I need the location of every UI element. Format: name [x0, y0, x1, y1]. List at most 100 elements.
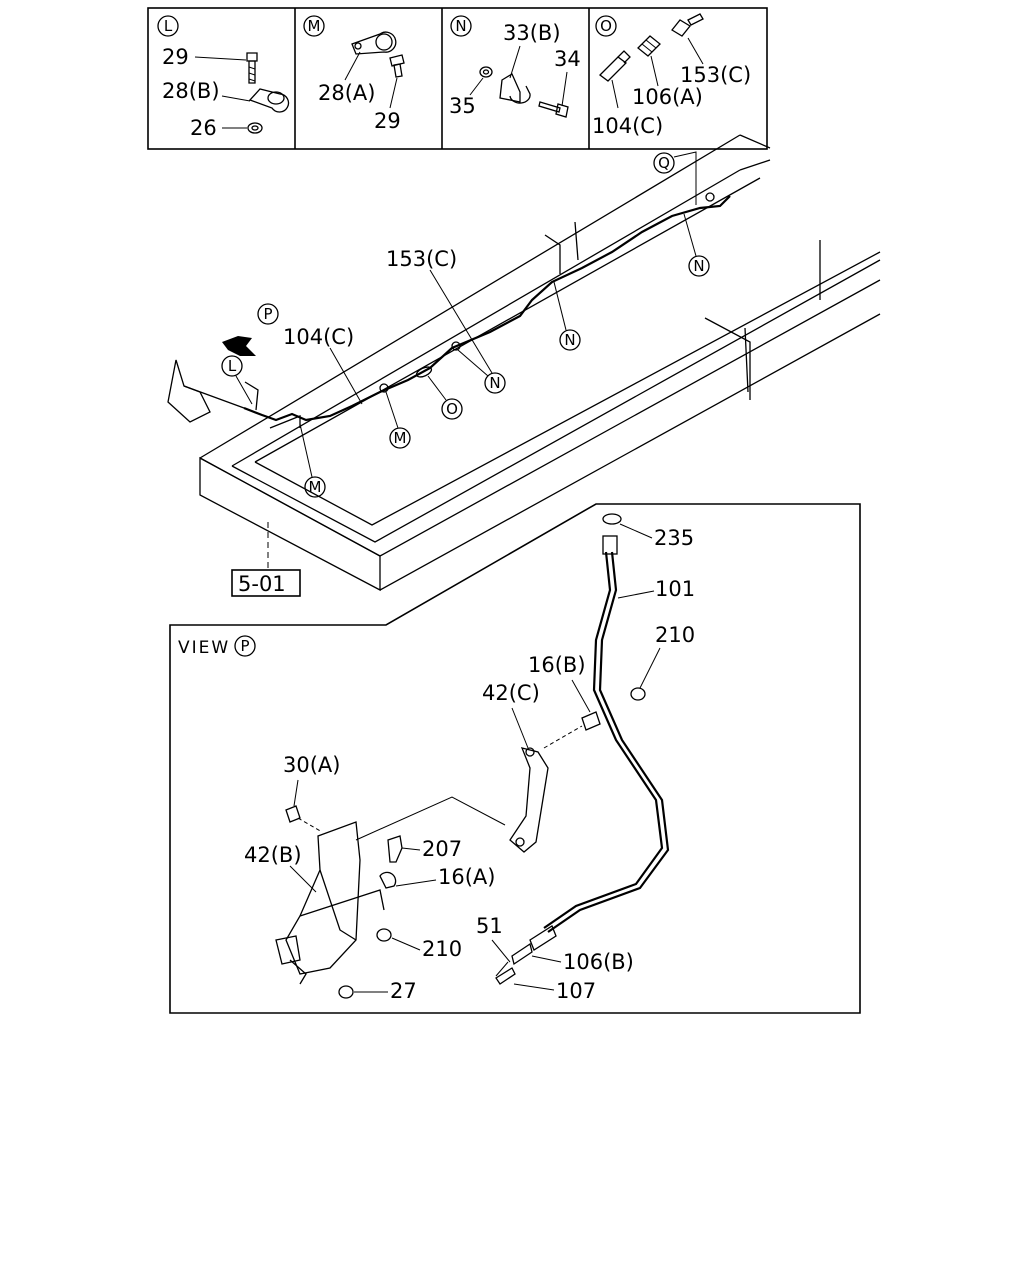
ref-label: 5-01 — [238, 572, 286, 596]
view-title: VIEW — [178, 638, 230, 658]
leader-line — [513, 983, 555, 991]
frame-rail — [254, 251, 881, 526]
leader-line — [531, 955, 562, 963]
leader-line — [329, 347, 363, 405]
view-label-51: 51 — [476, 914, 503, 938]
inset-m: M 28(A) 29 — [303, 15, 405, 133]
dashed-line — [543, 725, 583, 749]
callout-circle — [450, 15, 472, 37]
clip-icon — [451, 341, 461, 351]
inset-o-label-153c: 153(C) — [680, 63, 751, 87]
cross-member — [544, 221, 579, 274]
callout-o: O — [427, 375, 463, 420]
svg-text:N: N — [693, 257, 704, 275]
inset-m-letter: M — [308, 17, 321, 35]
callout-m: M — [299, 423, 326, 498]
view-letter: P — [240, 637, 249, 655]
inset-n-label-33b: 33(B) — [503, 21, 561, 45]
inset-m-label-29: 29 — [374, 109, 401, 133]
svg-text:N: N — [489, 374, 500, 392]
callout-n: N — [683, 213, 710, 277]
view-frame — [169, 503, 861, 1014]
view-label-207: 207 — [422, 837, 462, 861]
ref-box — [231, 569, 301, 597]
inset-o-letter: O — [600, 17, 612, 35]
main-label-104c: 104(C) — [283, 325, 354, 349]
frame-rail — [231, 169, 741, 467]
callout-l: L — [221, 355, 253, 405]
leader-line — [389, 77, 398, 109]
bolt-icon — [389, 54, 405, 78]
bolt-icon — [387, 835, 403, 863]
fuel-pipe — [243, 195, 731, 422]
leader-line — [639, 647, 661, 689]
leader-line — [221, 95, 251, 102]
view-label-101: 101 — [655, 577, 695, 601]
view-label-42b: 42(B) — [244, 843, 302, 867]
inset-n: N 33(B) 34 35 — [449, 15, 581, 118]
nut-icon — [630, 687, 646, 701]
inset-m-label-28a: 28(A) — [318, 81, 375, 105]
clamp-icon — [379, 871, 397, 889]
frame-rail — [379, 313, 881, 591]
leader-line — [355, 796, 506, 841]
inset-n-label-34: 34 — [554, 47, 581, 71]
bracket-42b — [299, 889, 385, 917]
inset-o: O 106(A) 153(C) 104(C) — [592, 13, 751, 138]
svg-text:N: N — [564, 331, 575, 349]
svg-text:M: M — [394, 429, 407, 447]
view-p: VIEW P — [169, 503, 861, 1014]
inset-l-letter: L — [164, 17, 173, 35]
arrow-icon — [222, 336, 256, 356]
callout-n: N — [457, 349, 506, 394]
pin-icon — [495, 961, 509, 977]
frame-diagram: 5-01 Q P L N — [167, 134, 881, 597]
callout-circle — [595, 15, 617, 37]
callout-q: Q — [653, 151, 697, 205]
bracket-part — [269, 415, 301, 429]
fitting-icon — [705, 192, 715, 202]
leader-line — [511, 707, 529, 749]
inset-o-label-104c: 104(C) — [592, 114, 663, 138]
gasket-icon — [602, 513, 622, 525]
svg-text:M: M — [309, 478, 322, 496]
bracket-42b — [285, 821, 361, 975]
view-label-30a: 30(A) — [283, 753, 340, 777]
bracket-42c — [509, 747, 549, 853]
nut-icon — [338, 985, 354, 999]
view-label-210-top: 210 — [655, 623, 695, 647]
callout-n: N — [553, 281, 581, 351]
leader-line — [509, 45, 521, 79]
view-label-16b: 16(B) — [528, 653, 586, 677]
frame-rail — [739, 134, 771, 171]
inset-n-letter: N — [455, 17, 466, 35]
frame-rail — [231, 259, 881, 543]
frame-rail — [254, 177, 761, 463]
svg-text:Q: Q — [658, 154, 670, 172]
svg-text:O: O — [446, 400, 458, 418]
dashed-line — [297, 817, 323, 833]
view-label-210-bottom: 210 — [422, 937, 462, 961]
bolt-icon — [246, 52, 258, 84]
callout-circle — [303, 15, 325, 37]
inset-o-label-106a: 106(A) — [632, 85, 703, 109]
leader-line — [571, 679, 591, 713]
leader-line — [293, 779, 299, 807]
leader-line — [687, 37, 704, 65]
view-label-107: 107 — [556, 979, 596, 1003]
inset-l-label-29: 29 — [162, 45, 189, 69]
union-icon — [415, 366, 433, 378]
nut-icon — [247, 122, 263, 134]
svg-text:P: P — [263, 305, 272, 323]
hose-101 — [543, 551, 664, 929]
svg-text:L: L — [228, 357, 237, 375]
view-label-106b: 106(B) — [563, 950, 634, 974]
frame-rail — [199, 279, 881, 557]
leader-line — [289, 865, 317, 893]
view-label-27: 27 — [390, 979, 417, 1003]
leader-line — [611, 79, 619, 109]
fitting-icon — [602, 535, 618, 555]
bolt-icon — [285, 805, 301, 823]
clip-icon — [379, 383, 389, 393]
